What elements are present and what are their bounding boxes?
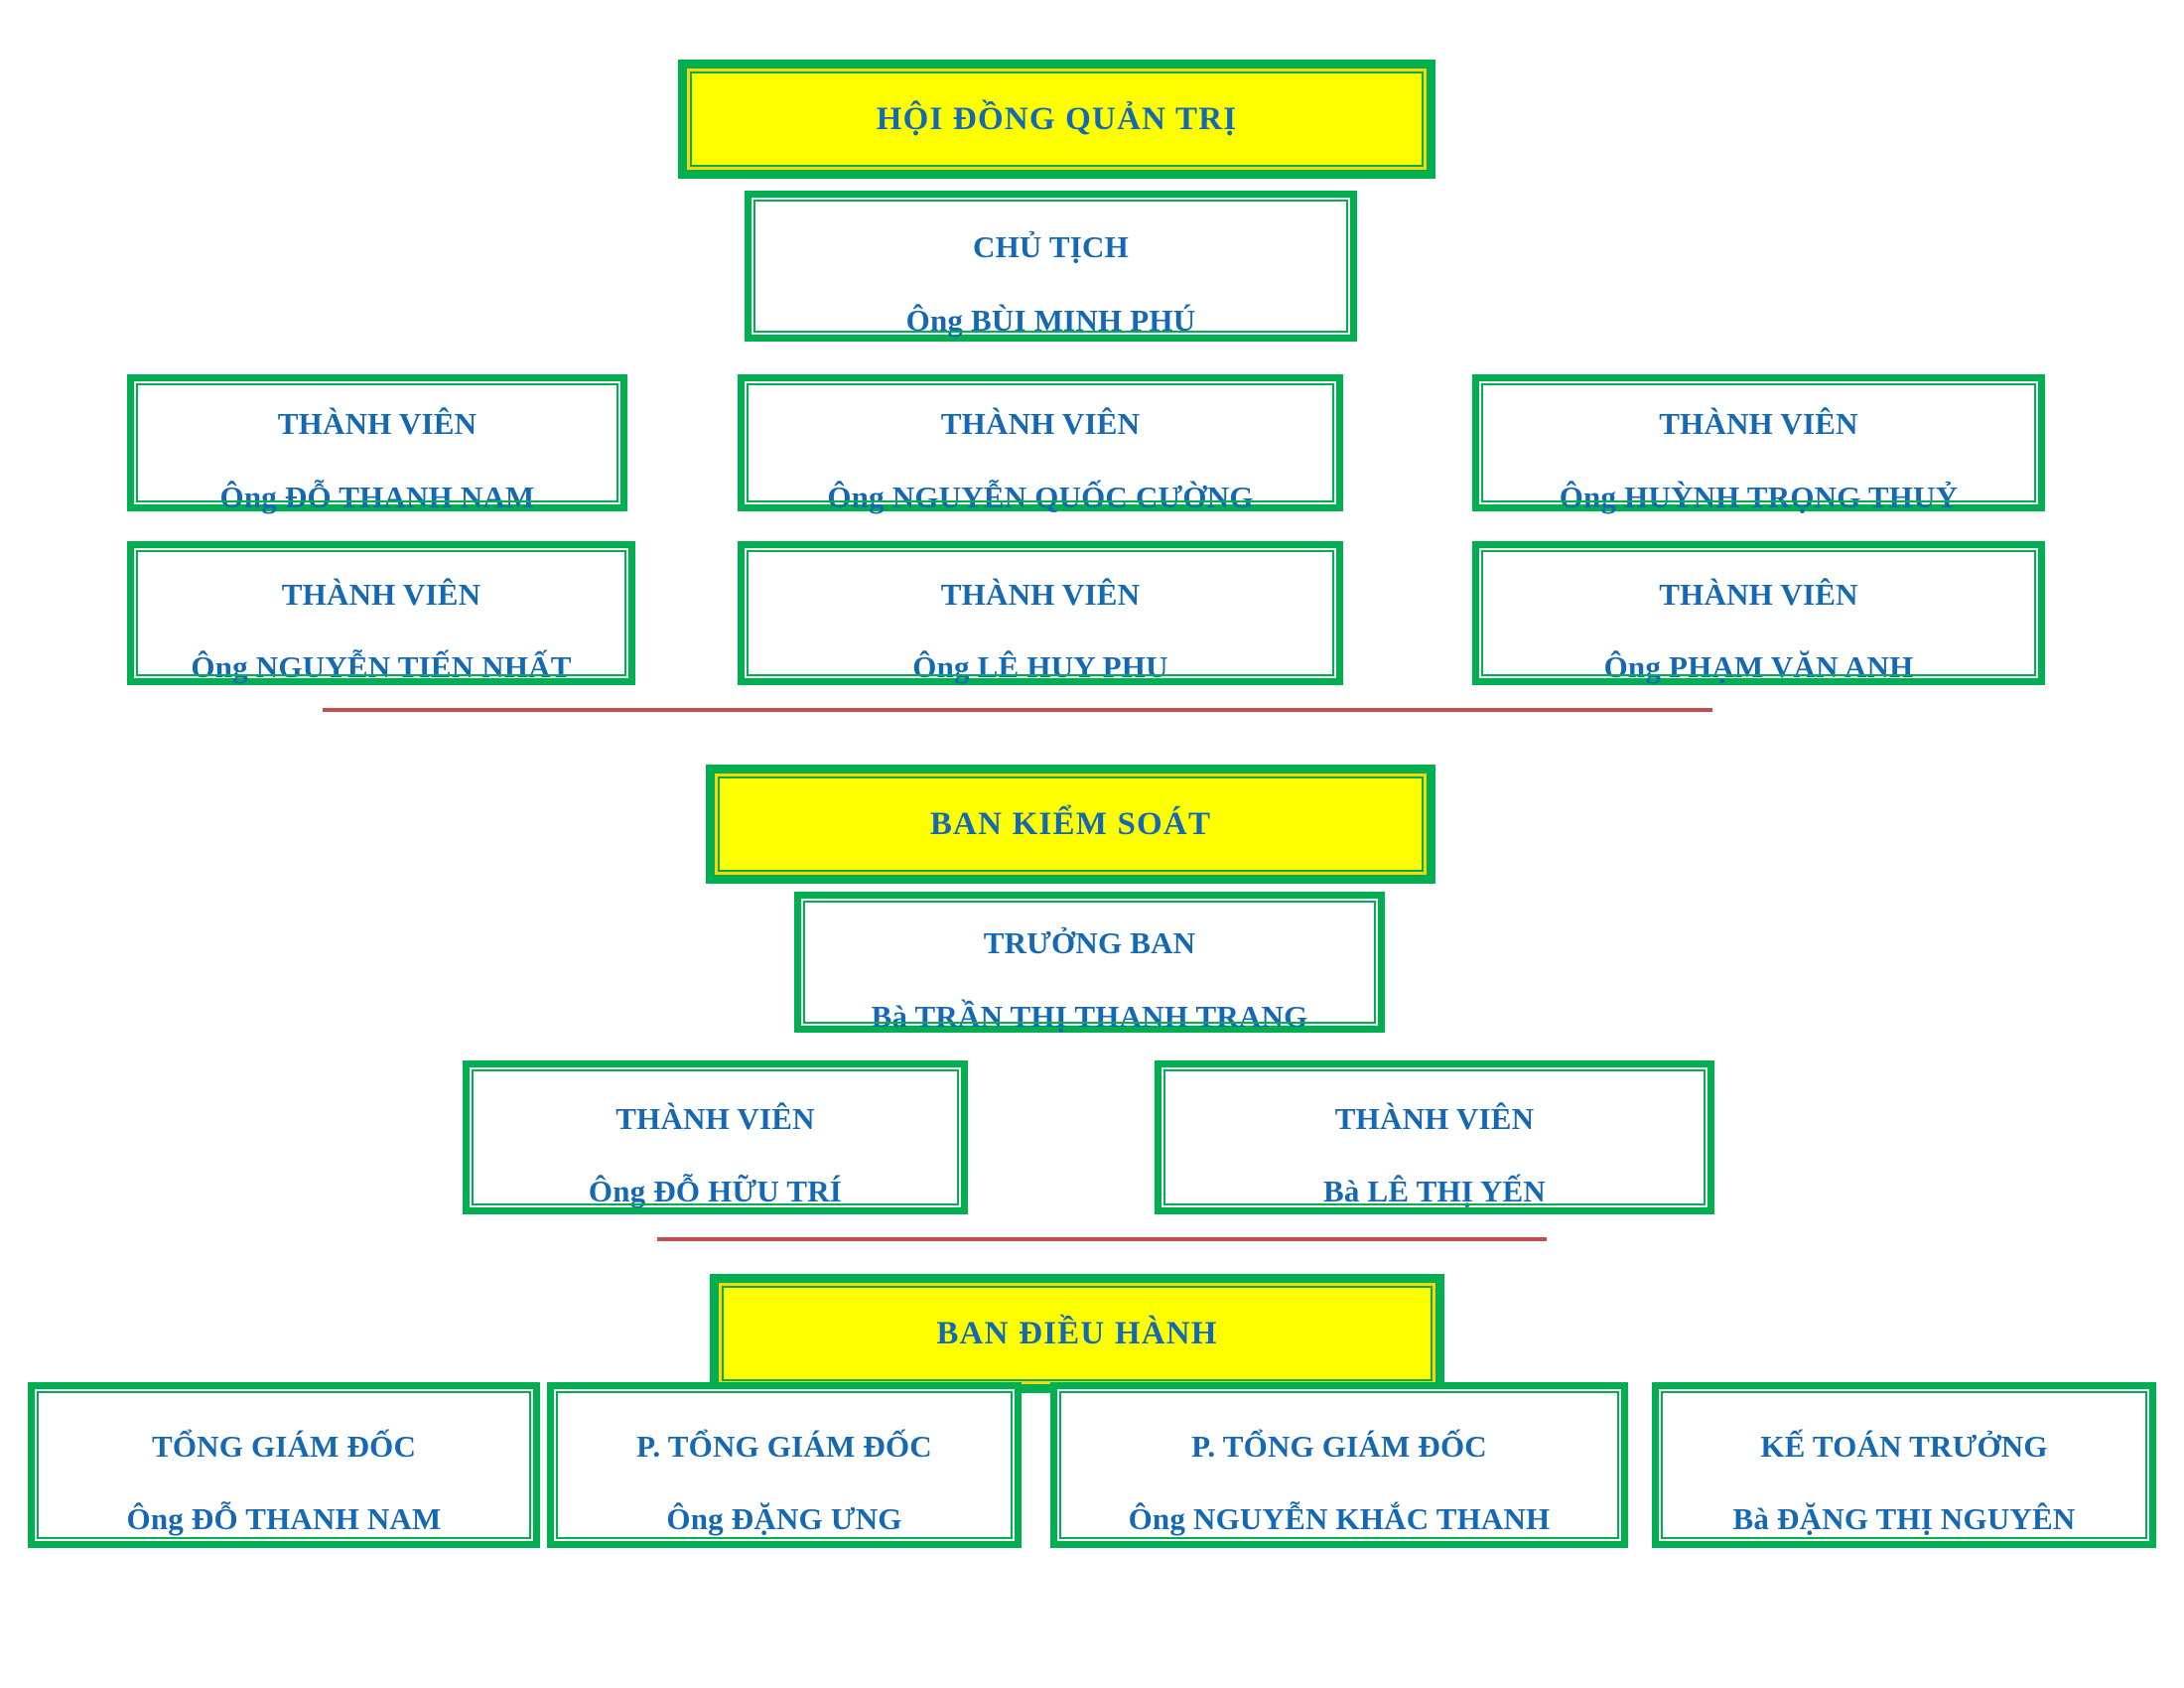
board-member-person-5: Ông LÊ HUY PHU <box>912 649 1168 685</box>
section-divider-1 <box>323 708 1712 712</box>
supervisory-chief-inner: TRƯỞNG BAN Bà TRẦN THỊ THANH TRANG <box>801 899 1378 1034</box>
supervisory-member-title-1: THÀNH VIÊN <box>615 1100 815 1136</box>
executive-member-inner-2: P. TỔNG GIÁM ĐỐC Ông ĐẶNG ƯNG <box>554 1389 1015 1541</box>
supervisory-member-label-2: THÀNH VIÊN Bà LÊ THỊ YẾN <box>1317 1064 1552 1209</box>
executive-member-box-1: TỔNG GIÁM ĐỐC Ông ĐỖ THANH NAM <box>28 1382 540 1548</box>
executive-member-label-1: TỔNG GIÁM ĐỐC Ông ĐỖ THANH NAM <box>121 1392 448 1537</box>
executive-member-label-2: P. TỔNG GIÁM ĐỐC Ông ĐẶNG ƯNG <box>630 1392 938 1537</box>
supervisory-member-person-1: Ông ĐỖ HỮU TRÍ <box>588 1174 843 1209</box>
executive-member-label-4: KẾ TOÁN TRƯỞNG Bà ĐẶNG THỊ NGUYÊN <box>1727 1392 2082 1537</box>
board-member-inner-4: THÀNH VIÊN Ông NGUYỄN TIẾN NHẤT <box>134 548 628 684</box>
executive-header-inner: BAN ĐIỀU HÀNH <box>719 1283 1435 1384</box>
board-member-inner-2: THÀNH VIÊN Ông NGUYỄN QUỐC CƯỜNG <box>745 381 1336 514</box>
board-member-person-1: Ông ĐỖ THANH NAM <box>219 479 535 514</box>
board-member-inner-6: THÀNH VIÊN Ông PHẠM VĂN ANH <box>1479 548 2038 684</box>
board-member-box-3: THÀNH VIÊN Ông HUỲNH TRỌNG THUỶ <box>1472 374 2045 514</box>
board-header-box: HỘI ĐỒNG QUẢN TRỊ <box>678 60 1435 179</box>
supervisory-member-title-2: THÀNH VIÊN <box>1334 1100 1535 1136</box>
board-member-person-4: Ông NGUYỄN TIẾN NHẤT <box>191 649 572 685</box>
supervisory-member-box-1: THÀNH VIÊN Ông ĐỖ HỮU TRÍ <box>463 1060 968 1214</box>
board-chairman-inner: CHỦ TỊCH Ông BÙI MINH PHÚ <box>751 198 1350 338</box>
executive-member-title-2: P. TỔNG GIÁM ĐỐC <box>636 1428 932 1464</box>
board-member-title-6: THÀNH VIÊN <box>1659 576 1858 612</box>
board-member-person-6: Ông PHẠM VĂN ANH <box>1603 649 1914 685</box>
executive-member-inner-3: P. TỔNG GIÁM ĐỐC Ông NGUYỄN KHẮC THANH <box>1057 1389 1621 1541</box>
supervisory-member-inner-2: THÀNH VIÊN Bà LÊ THỊ YẾN <box>1161 1064 1707 1209</box>
executive-member-person-1: Ông ĐỖ THANH NAM <box>126 1501 442 1537</box>
executive-header-label: BAN ĐIỀU HÀNH <box>936 1315 1218 1351</box>
board-chairman-person: Ông BÙI MINH PHÚ <box>905 302 1196 338</box>
board-member-label-6: THÀNH VIÊN Ông PHẠM VĂN ANH <box>1598 540 1920 685</box>
board-chairman-box: CHỦ TỊCH Ông BÙI MINH PHÚ <box>745 191 1357 342</box>
executive-member-person-3: Ông NGUYỄN KHẮC THANH <box>1128 1501 1551 1537</box>
board-chairman-label: CHỦ TỊCH Ông BÙI MINH PHÚ <box>900 194 1202 339</box>
executive-member-title-1: TỔNG GIÁM ĐỐC <box>151 1428 417 1464</box>
board-member-box-5: THÀNH VIÊN Ông LÊ HUY PHU <box>738 541 1343 685</box>
supervisory-member-box-2: THÀNH VIÊN Bà LÊ THỊ YẾN <box>1155 1060 1714 1214</box>
board-header-label: HỘI ĐỒNG QUẢN TRỊ <box>876 100 1238 137</box>
board-member-box-1: THÀNH VIÊN Ông ĐỖ THANH NAM <box>127 374 627 514</box>
board-member-inner-1: THÀNH VIÊN Ông ĐỖ THANH NAM <box>134 381 620 514</box>
executive-member-title-3: P. TỔNG GIÁM ĐỐC <box>1191 1428 1487 1464</box>
supervisory-member-label-1: THÀNH VIÊN Ông ĐỖ HỮU TRÍ <box>583 1064 848 1209</box>
supervisory-chief-label: TRƯỞNG BAN Bà TRẦN THỊ THANH TRANG <box>866 890 1314 1035</box>
board-member-title-1: THÀNH VIÊN <box>277 406 478 442</box>
executive-member-inner-4: KẾ TOÁN TRƯỞNG Bà ĐẶNG THỊ NGUYÊN <box>1659 1389 2149 1541</box>
executive-member-inner-1: TỔNG GIÁM ĐỐC Ông ĐỖ THANH NAM <box>35 1389 533 1541</box>
board-member-box-4: THÀNH VIÊN Ông NGUYỄN TIẾN NHẤT <box>127 541 635 685</box>
board-member-label-4: THÀNH VIÊN Ông NGUYỄN TIẾN NHẤT <box>185 540 577 685</box>
board-member-title-4: THÀNH VIÊN <box>281 576 481 612</box>
board-member-person-3: Ông HUỲNH TRỌNG THUỶ <box>1559 479 1959 514</box>
board-member-label-5: THÀNH VIÊN Ông LÊ HUY PHU <box>906 540 1173 685</box>
board-member-person-2: Ông NGUYỄN QUỐC CƯỜNG <box>827 479 1254 514</box>
supervisory-member-inner-1: THÀNH VIÊN Ông ĐỖ HỮU TRÍ <box>470 1064 961 1209</box>
supervisory-chief-box: TRƯỞNG BAN Bà TRẦN THỊ THANH TRANG <box>794 892 1385 1034</box>
supervisory-member-person-2: Bà LÊ THỊ YẾN <box>1323 1174 1546 1209</box>
board-chairman-title: CHỦ TỊCH <box>973 229 1129 265</box>
board-member-title-2: THÀNH VIÊN <box>940 406 1141 442</box>
section-divider-2 <box>657 1237 1547 1241</box>
executive-member-box-4: KẾ TOÁN TRƯỞNG Bà ĐẶNG THỊ NGUYÊN <box>1652 1382 2156 1548</box>
executive-member-person-4: Bà ĐẶNG THỊ NGUYÊN <box>1732 1501 2076 1537</box>
supervisory-chief-person: Bà TRẦN THỊ THANH TRANG <box>871 998 1308 1034</box>
executive-member-label-3: P. TỔNG GIÁM ĐỐC Ông NGUYỄN KHẮC THANH <box>1123 1392 1557 1537</box>
supervisory-header-inner: BAN KIỂM SOÁT <box>715 774 1427 875</box>
board-member-title-3: THÀNH VIÊN <box>1659 406 1858 442</box>
supervisory-chief-title: TRƯỞNG BAN <box>983 925 1196 961</box>
executive-member-box-3: P. TỔNG GIÁM ĐỐC Ông NGUYỄN KHẮC THANH <box>1050 1382 1628 1548</box>
board-member-label-1: THÀNH VIÊN Ông ĐỖ THANH NAM <box>214 370 541 515</box>
supervisory-header-box: BAN KIỂM SOÁT <box>706 765 1435 884</box>
executive-header-box: BAN ĐIỀU HÀNH <box>710 1274 1444 1393</box>
board-member-title-5: THÀNH VIÊN <box>940 576 1141 612</box>
executive-member-person-2: Ông ĐẶNG ƯNG <box>666 1501 902 1537</box>
executive-member-box-2: P. TỔNG GIÁM ĐỐC Ông ĐẶNG ƯNG <box>547 1382 1022 1548</box>
board-header-inner: HỘI ĐỒNG QUẢN TRỊ <box>687 69 1427 170</box>
board-member-inner-5: THÀNH VIÊN Ông LÊ HUY PHU <box>745 548 1336 684</box>
board-member-inner-3: THÀNH VIÊN Ông HUỲNH TRỌNG THUỶ <box>1479 381 2038 514</box>
board-member-label-3: THÀNH VIÊN Ông HUỲNH TRỌNG THUỶ <box>1554 370 1965 515</box>
supervisory-header-label: BAN KIỂM SOÁT <box>929 805 1212 842</box>
board-member-label-2: THÀNH VIÊN Ông NGUYỄN QUỐC CƯỜNG <box>821 370 1259 515</box>
board-member-box-6: THÀNH VIÊN Ông PHẠM VĂN ANH <box>1472 541 2045 685</box>
board-member-box-2: THÀNH VIÊN Ông NGUYỄN QUỐC CƯỜNG <box>738 374 1343 514</box>
executive-member-title-4: KẾ TOÁN TRƯỞNG <box>1760 1428 2048 1464</box>
